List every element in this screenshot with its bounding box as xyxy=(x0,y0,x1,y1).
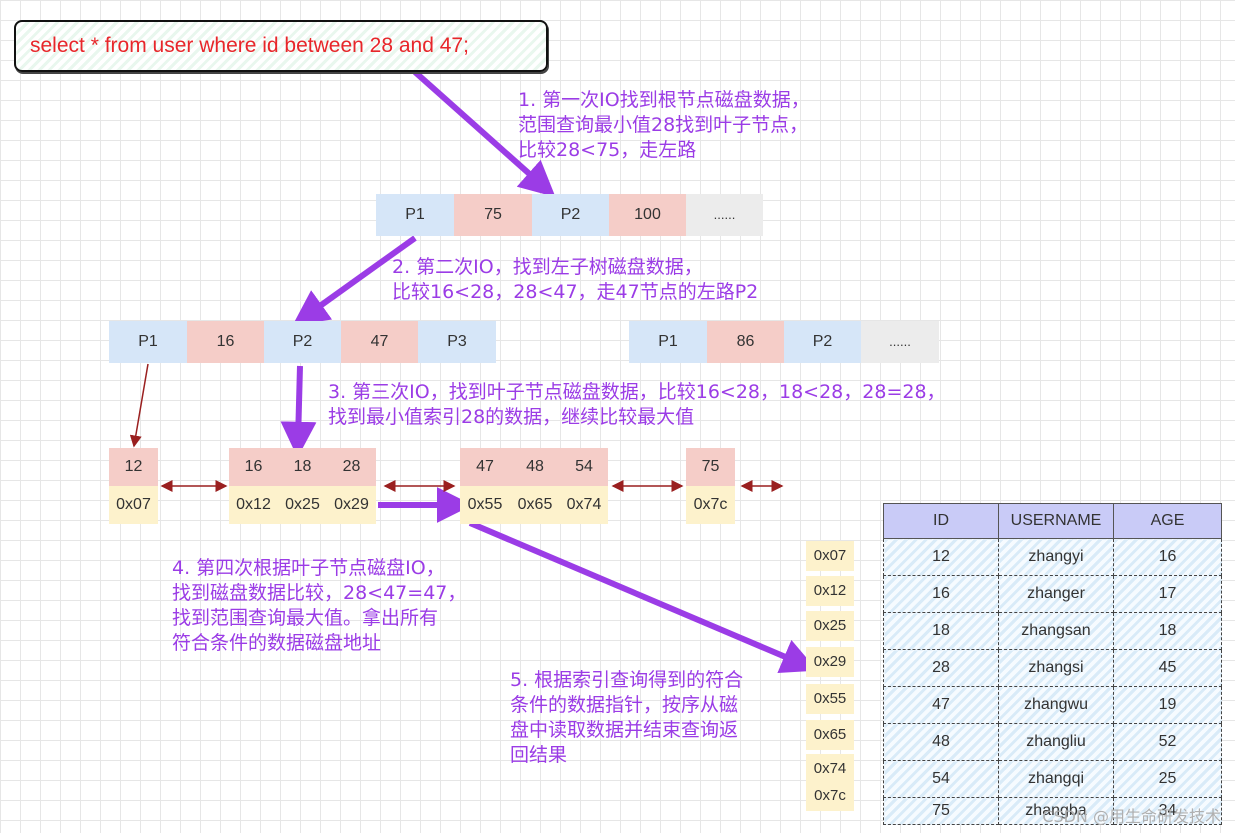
cell-username: zhangqi xyxy=(998,760,1114,798)
pointer-cell: 0x74 xyxy=(806,754,854,784)
cell-username: zhangwu xyxy=(998,686,1114,724)
leaf-addr: 0x74 xyxy=(560,486,608,524)
leaf-addr: 0x07 xyxy=(109,486,158,524)
mid-left-p2: P2 xyxy=(264,321,341,363)
cell-id: 12 xyxy=(883,538,999,576)
table-header-id: ID xyxy=(883,503,999,539)
mid-left-key-16: 16 xyxy=(187,321,264,363)
arrow-mid-to-leaf xyxy=(280,365,317,458)
step1-note: 1. 第一次IO找到根节点磁盘数据， 范围查询最小值28找到叶子节点， 比较28… xyxy=(518,89,810,161)
cell-age: 25 xyxy=(1113,760,1222,798)
cell-age: 16 xyxy=(1113,538,1222,576)
pointer-cell: 0x07 xyxy=(806,541,854,571)
cell-id: 48 xyxy=(883,723,999,761)
root-p1: P1 xyxy=(376,194,454,236)
arrow-p1-to-leaf xyxy=(129,363,149,448)
table-header-row: ID USERNAME AGE xyxy=(883,503,1222,539)
watermark: CSDN @用生命研发技术 xyxy=(1042,807,1221,826)
step3-note: 3. 第三次IO，找到叶子节点磁盘数据，比较16<28，18<28，28=28，… xyxy=(328,381,946,428)
cell-id: 16 xyxy=(883,575,999,613)
leaf-addr: 0x55 xyxy=(460,486,510,524)
mid-right-p2: P2 xyxy=(784,321,861,363)
pointer-cell: 0x12 xyxy=(806,576,854,606)
root-p2: P2 xyxy=(532,194,609,236)
cell-username: zhangsi xyxy=(998,649,1114,687)
root-ellipsis: ...... xyxy=(686,194,763,236)
cell-id: 54 xyxy=(883,760,999,798)
pointer-cell: 0x7c xyxy=(806,781,854,811)
cell-username: zhangyi xyxy=(998,538,1114,576)
cell-age: 34 xyxy=(1113,797,1222,825)
sql-query-text: select * from user where id between 28 a… xyxy=(30,34,469,57)
cell-username: zhangliu xyxy=(998,723,1114,761)
cell-id: 28 xyxy=(883,649,999,687)
sql-query-box: select * from user where id between 28 a… xyxy=(14,20,548,72)
mid-left-p1: P1 xyxy=(109,321,187,363)
leaf-key: 28 xyxy=(327,448,376,486)
leaf-key: 54 xyxy=(560,448,608,486)
cell-age: 18 xyxy=(1113,612,1222,650)
mid-left-key-47: 47 xyxy=(341,321,418,363)
cell-id: 18 xyxy=(883,612,999,650)
leaf-key: 75 xyxy=(686,448,735,486)
table-header-age: AGE xyxy=(1113,503,1222,539)
mid-right-ellipsis: ...... xyxy=(861,321,939,363)
leaf-addr: 0x25 xyxy=(278,486,327,524)
cell-id: 47 xyxy=(883,686,999,724)
table-header-username: USERNAME xyxy=(998,503,1114,539)
root-key-100: 100 xyxy=(609,194,686,236)
cell-age: 45 xyxy=(1113,649,1222,687)
arrow-root-to-mid xyxy=(292,235,417,326)
leaf-addr: 0x7c xyxy=(686,486,735,524)
mid-left-p3: P3 xyxy=(418,321,496,363)
cell-username: zhanger xyxy=(998,575,1114,613)
pointer-cell: 0x29 xyxy=(806,647,854,677)
cell-age: 52 xyxy=(1113,723,1222,761)
leaf-key: 47 xyxy=(460,448,510,486)
cell-id: 75 xyxy=(883,797,999,825)
cell-age: 17 xyxy=(1113,575,1222,613)
mid-right-p1: P1 xyxy=(629,321,707,363)
step4-note: 4. 第四次根据叶子节点磁盘IO， 找到磁盘数据比较，28<47=47， 找到范… xyxy=(172,557,467,654)
leaf-key: 12 xyxy=(109,448,158,486)
arrow-query-to-root xyxy=(413,69,556,198)
arrow-leaf-to-pointers xyxy=(468,520,818,674)
cell-username: zhangba xyxy=(998,797,1114,825)
pointer-cell: 0x55 xyxy=(806,684,854,714)
pointer-cell: 0x25 xyxy=(806,611,854,641)
step5-note: 5. 根据索引查询得到的符合 条件的数据指针，按序从磁 盘中读取数据并结束查询返… xyxy=(510,669,744,766)
mid-right-key-86: 86 xyxy=(707,321,784,363)
leaf-key: 16 xyxy=(229,448,278,486)
leaf-addr: 0x65 xyxy=(510,486,560,524)
pointer-cell: 0x65 xyxy=(806,720,854,750)
leaf-addr: 0x12 xyxy=(229,486,278,524)
leaf-key: 48 xyxy=(510,448,560,486)
root-key-75: 75 xyxy=(454,194,532,236)
leaf-addr: 0x29 xyxy=(327,486,376,524)
step2-note: 2. 第二次IO，找到左子树磁盘数据， 比较16<28，28<47，走47节点的… xyxy=(392,256,759,303)
leaf-key: 18 xyxy=(278,448,327,486)
cell-username: zhangsan xyxy=(998,612,1114,650)
cell-age: 19 xyxy=(1113,686,1222,724)
